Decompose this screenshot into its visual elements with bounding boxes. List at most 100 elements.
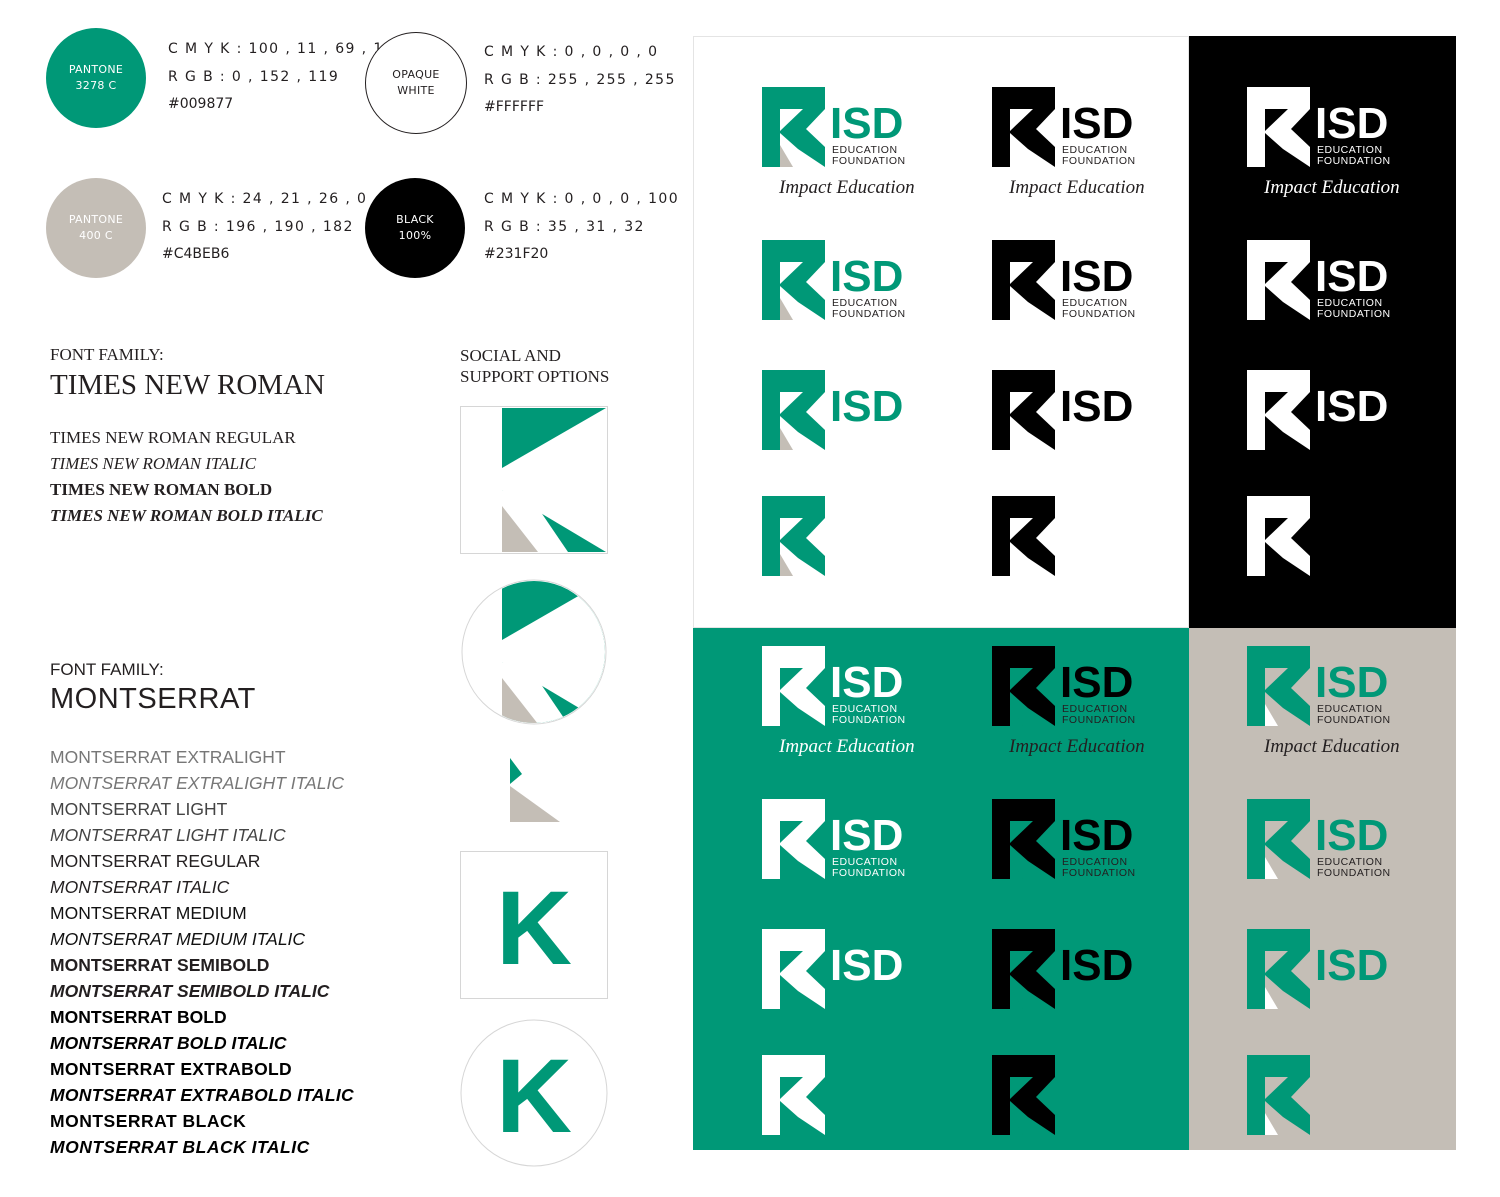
k-mark <box>992 1055 1055 1135</box>
logo-subtitle: FOUNDATION <box>832 714 906 726</box>
logo-subtitle: FOUNDATION <box>832 308 906 320</box>
k-mark <box>992 240 1055 320</box>
panel-gray <box>1189 628 1456 1150</box>
logo-wordmark: ISD <box>830 941 903 990</box>
logo-subtitle: EDUCATION <box>832 144 898 156</box>
font-style-list: MONTSERRAT EXTRALIGHT MONTSERRAT EXTRALI… <box>50 744 354 1160</box>
swatch-spec: C M Y K : 24 , 21 , 26 , 0 R G B : 196 ,… <box>162 186 367 269</box>
swatch-label: OPAQUE <box>392 68 440 81</box>
logo-subtitle: FOUNDATION <box>1317 714 1391 726</box>
social-square-mark <box>460 406 608 554</box>
kisd-logo-word: ISD <box>992 929 1133 1009</box>
hex-value: #FFFFFF <box>484 99 545 115</box>
kisd-logo-mark <box>762 496 825 576</box>
font-style-sample: TIMES NEW ROMAN BOLD <box>50 480 273 499</box>
font-style-sample: MONTSERRAT REGULAR <box>50 851 261 871</box>
swatch-gray: PANTONE 400 C <box>46 178 146 278</box>
logo-wordmark: ISD <box>1060 99 1133 148</box>
font-style-sample: MONTSERRAT EXTRABOLD <box>50 1059 292 1079</box>
swatch-green: PANTONE 3278 C <box>46 28 146 128</box>
logo-wordmark: ISD <box>830 658 903 707</box>
logo-subtitle: EDUCATION <box>1317 856 1383 868</box>
k-mark <box>762 799 825 879</box>
rgb-value: R G B : 255 , 255 , 255 <box>484 71 676 88</box>
logo-tagline: Impact Education <box>779 736 915 757</box>
logo-wordmark: ISD <box>1315 941 1388 990</box>
logo-subtitle: FOUNDATION <box>1062 867 1136 879</box>
font-family-label: FONT FAMILY: <box>50 345 164 364</box>
font-style-sample: MONTSERRAT EXTRALIGHT ITALIC <box>50 773 344 793</box>
swatch-label: 3278 C <box>75 79 117 92</box>
logo-wordmark: ISD <box>1060 811 1133 860</box>
logo-wordmark: ISD <box>1315 658 1388 707</box>
k-mark <box>762 1055 825 1135</box>
swatch-white: OPAQUE WHITE <box>365 32 467 134</box>
logo-subtitle: EDUCATION <box>1062 856 1128 868</box>
font-style-sample: MONTSERRAT SEMIBOLD <box>50 955 270 975</box>
social-circle-k: K <box>460 1019 608 1167</box>
panel-black <box>1189 36 1456 628</box>
font-family-name: TIMES NEW ROMAN <box>50 369 325 401</box>
font-style-sample: MONTSERRAT LIGHT <box>50 799 228 819</box>
cmyk-value: C M Y K : 0 , 0 , 0 , 0 <box>484 44 659 60</box>
font-style-sample: TIMES NEW ROMAN BOLD ITALIC <box>50 506 323 525</box>
k-mark <box>1247 240 1310 320</box>
k-mark <box>992 646 1055 726</box>
logo-wordmark: ISD <box>830 811 903 860</box>
swatch-label: WHITE <box>397 84 435 97</box>
font-style-sample: TIMES NEW ROMAN REGULAR <box>50 428 296 447</box>
rgb-value: R G B : 0 , 152 , 119 <box>168 68 340 85</box>
swatch-label: BLACK <box>396 213 434 226</box>
logo-wordmark: ISD <box>1315 382 1388 431</box>
font-style-sample: MONTSERRAT BLACK ITALIC <box>50 1137 310 1157</box>
font-style-sample: MONTSERRAT MEDIUM ITALIC <box>50 929 306 949</box>
font-style-sample: MONTSERRAT EXTRABOLD ITALIC <box>50 1085 354 1105</box>
k-mark <box>1247 370 1310 450</box>
k-letter: K <box>496 1038 572 1155</box>
logo-subtitle: EDUCATION <box>1317 703 1383 715</box>
logo-wordmark: ISD <box>830 252 903 301</box>
k-mark <box>762 370 825 450</box>
font-family-name: MONTSERRAT <box>50 683 256 715</box>
k-mark <box>762 240 825 320</box>
swatch-spec: C M Y K : 0 , 0 , 0 , 100 R G B : 35 , 3… <box>484 186 679 269</box>
logo-wordmark: ISD <box>1060 252 1133 301</box>
kisd-logo-mark <box>1247 496 1310 576</box>
kisd-logo-word: ISD <box>992 370 1133 450</box>
logo-subtitle: FOUNDATION <box>832 155 906 167</box>
social-title-line: SUPPORT OPTIONS <box>460 367 610 386</box>
swatch-spec: C M Y K : 0 , 0 , 0 , 0 R G B : 255 , 25… <box>484 39 676 122</box>
logo-subtitle: EDUCATION <box>1317 297 1383 309</box>
swatch-label: 100% <box>398 229 432 242</box>
logo-wordmark: ISD <box>830 99 903 148</box>
k-mark <box>992 929 1055 1009</box>
logo-wordmark: ISD <box>1060 658 1133 707</box>
k-mark <box>992 496 1055 576</box>
rgb-value: R G B : 196 , 190 , 182 <box>162 218 354 235</box>
logo-tagline: Impact Education <box>1264 736 1400 757</box>
logo-tagline: Impact Education <box>1009 177 1145 198</box>
cmyk-value: C M Y K : 24 , 21 , 26 , 0 <box>162 191 368 207</box>
k-mark <box>1247 87 1310 167</box>
k-mark <box>762 646 825 726</box>
k-mark <box>1247 646 1310 726</box>
social-mini-mark <box>510 758 560 822</box>
k-mark <box>1247 1055 1310 1135</box>
hex-value: #231F20 <box>484 246 549 262</box>
kisd-logo-word: ISD <box>762 370 903 450</box>
swatch-label: PANTONE <box>68 63 124 76</box>
logo-wordmark: ISD <box>830 382 903 431</box>
kisd-logo-mark <box>1247 1055 1310 1135</box>
logo-tagline: Impact Education <box>1009 736 1145 757</box>
logo-subtitle: FOUNDATION <box>1317 867 1391 879</box>
